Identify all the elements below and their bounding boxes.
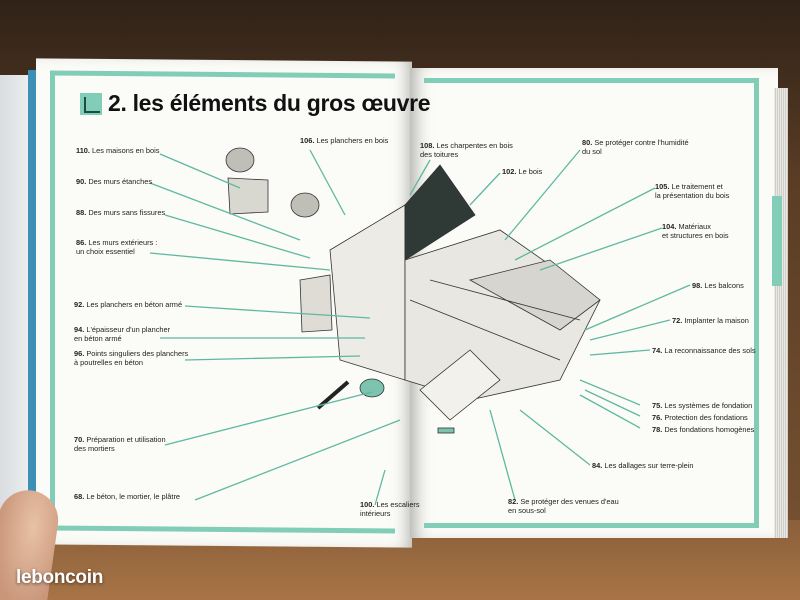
label-murs-exterieurs: 86. Les murs extérieurs : un choix essen… — [76, 238, 158, 256]
label-epaisseur-plancher: 94. L'épaisseur d'un plancher en béton a… — [74, 325, 171, 343]
label-reconnaissance-sols: 74. La reconnaissance des sols — [652, 346, 756, 355]
page-edges — [774, 88, 788, 538]
label-beton-mortier-platre: 68. Le béton, le mortier, le plâtre — [74, 492, 181, 501]
label-venues-eau: 82. Se protéger des venues d'eau en sous… — [508, 497, 619, 515]
label-bois: 102. Le bois — [502, 167, 543, 176]
label-balcons: 98. Les balcons — [692, 281, 744, 290]
label-fondations-homogenes: 78. Des fondations homogènes — [652, 425, 755, 434]
label-murs-etanches: 90. Des murs étanches — [76, 177, 153, 186]
label-humidite-sol: 80. Se protéger contre l'humidité du sol — [582, 138, 689, 156]
heading-title: les éléments du gros œuvre — [132, 90, 431, 116]
section-tab-marker — [772, 196, 782, 286]
label-systemes-fondation: 75. Les systèmes de fondation — [652, 401, 753, 410]
label-maisons-bois: 110. Les maisons en bois — [76, 146, 160, 155]
label-dallages: 84. Les dallages sur terre-plein — [592, 461, 694, 470]
label-escaliers: 100. Les escaliers intérieurs — [360, 500, 420, 518]
label-charpentes: 108. Les charpentes en bois des toitures — [420, 141, 513, 159]
label-points-singuliers: 96. Points singuliers des planchers à po… — [74, 349, 189, 367]
label-murs-sans-fissures: 88. Des murs sans fissures — [76, 208, 166, 217]
label-mortiers: 70. Préparation et utilisation des morti… — [74, 435, 166, 453]
heading-number: 2. — [108, 90, 127, 116]
section-icon — [80, 92, 102, 115]
label-materiaux-bois: 104. Matériaux et structures en bois — [662, 222, 729, 240]
label-planchers-bois: 106. Les planchers en bois — [300, 136, 389, 145]
label-traitement-bois: 105. Le traitement et la présentation du… — [655, 182, 730, 200]
label-planchers-beton: 92. Les planchers en béton armé — [74, 300, 183, 309]
right-page-frame — [424, 78, 759, 528]
watermark-logo: leboncoin — [16, 567, 104, 588]
label-protection-fondations: 76. Protection des fondations — [652, 413, 748, 422]
page-heading: 2. les éléments du gros œuvre — [80, 90, 431, 117]
label-implanter: 72. Implanter la maison — [672, 316, 749, 325]
